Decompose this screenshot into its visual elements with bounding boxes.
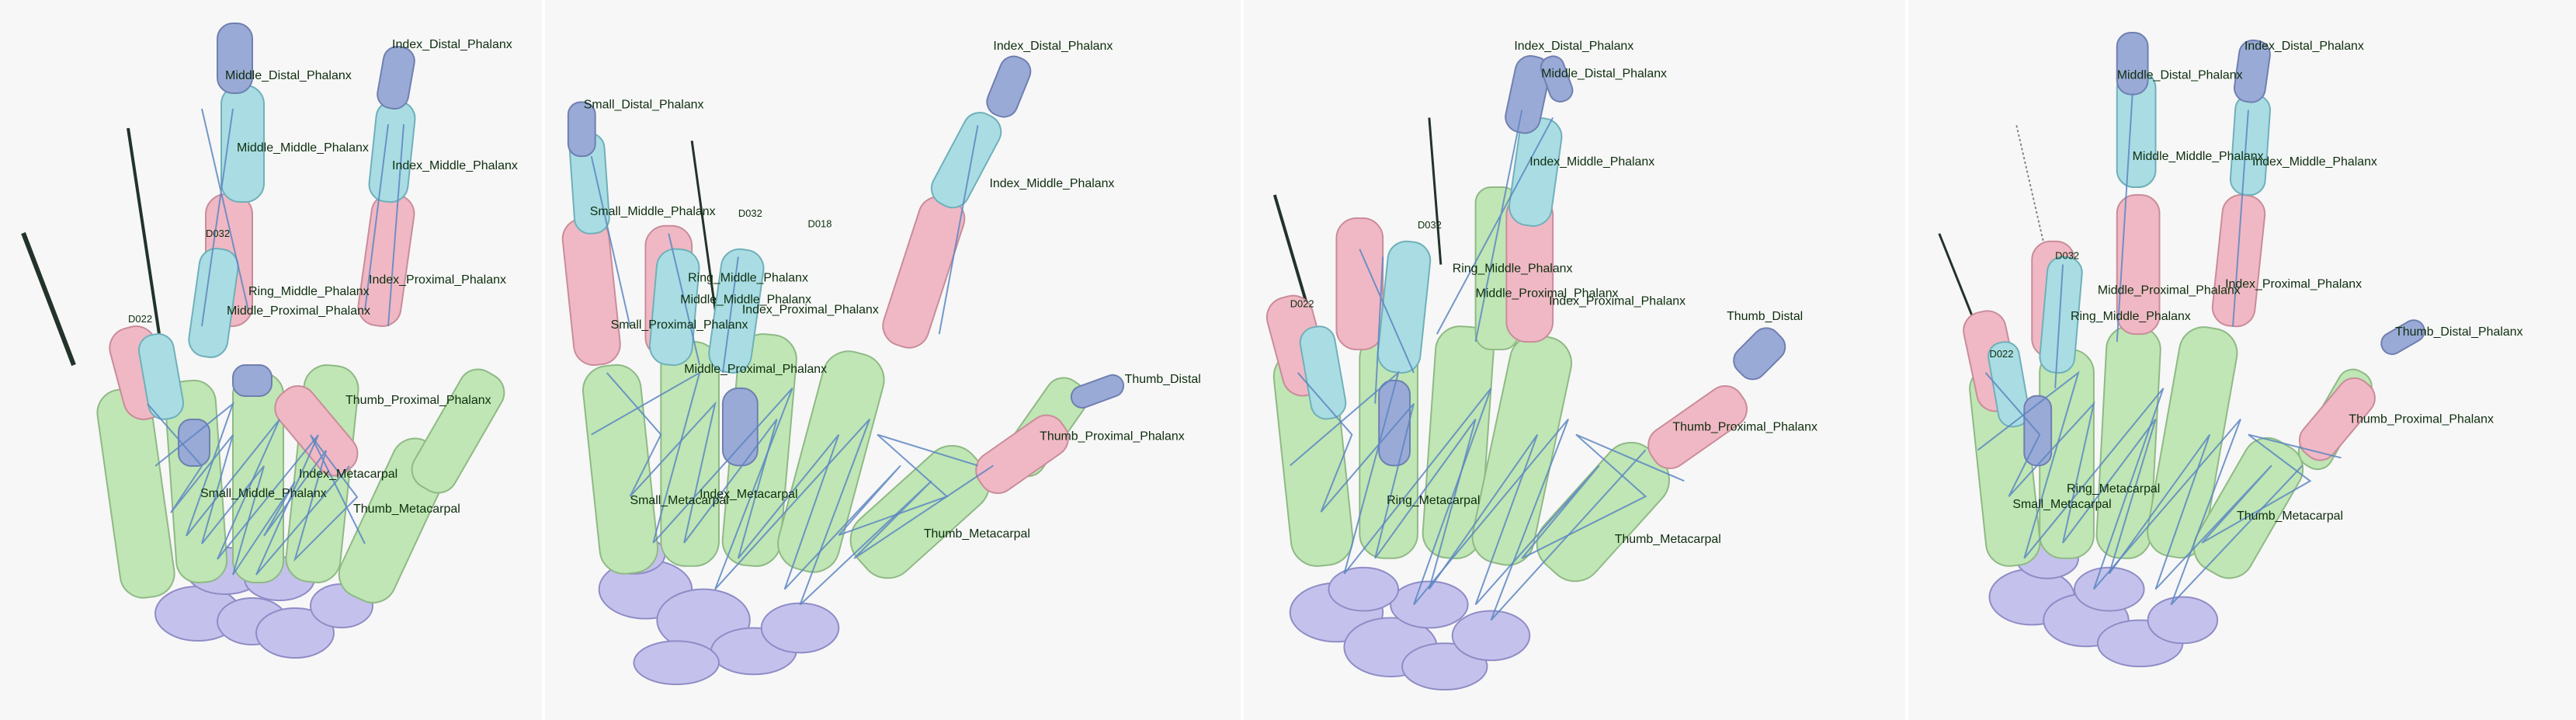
middle-phalanges: [1299, 117, 1563, 420]
metacarpal-bones: [582, 333, 1088, 579]
label-thumb-metacarpal: Thumb_Metacarpal: [353, 503, 460, 516]
label-small-proximal: Small_Proximal_Phalanx: [611, 318, 748, 332]
label-index-middle: Index_Middle_Phalanx: [989, 177, 1114, 190]
label-ring-middle: Ring_Middle_Phalanx: [1453, 263, 1573, 276]
label-index-proximal: Index_Proximal_Phalanx: [2225, 277, 2362, 290]
label-thumb-proximal: Thumb_Proximal_Phalanx: [1040, 430, 1185, 443]
marker-label: D022: [128, 313, 152, 325]
label-index-distal: Index_Distal_Phalanx: [392, 38, 512, 51]
label-small-metacarpal: Small_Metacarpal: [630, 494, 729, 507]
carpal-bones: [1289, 566, 1531, 691]
label-thumb-metacarpal: Thumb_Metacarpal: [2237, 510, 2343, 523]
label-middle-distal: Middle_Distal_Phalanx: [225, 69, 352, 82]
label-thumb-proximal: Thumb_Proximal_Phalanx: [1672, 421, 1817, 434]
hand-skeleton-render-3: Index_Distal_Phalanx Middle_Distal_Phala…: [1265, 40, 1817, 691]
distal-phalanges: [1378, 55, 1786, 467]
label-index-proximal: Index_Proximal_Phalanx: [369, 273, 506, 287]
label-index-middle: Index_Middle_Phalanx: [1529, 155, 1654, 169]
label-thumb-proximal: Thumb_Proximal_Phalanx: [2349, 413, 2494, 426]
label-middle-proximal: Middle_Proximal_Phalanx: [684, 363, 827, 376]
label-thumb-distal: Thumb_Distal: [1727, 310, 1803, 323]
marker-label: D018: [807, 218, 831, 230]
label-index-middle: Index_Middle_Phalanx: [2252, 155, 2377, 169]
marker-label: D022: [1990, 348, 2014, 360]
hand-pose-panel-3: Index_Distal_Phalanx Middle_Distal_Phala…: [1241, 0, 1905, 720]
label-middle-proximal: Middle_Proximal_Phalanx: [1476, 287, 1619, 300]
wireframe-mesh: [147, 108, 404, 576]
distal-phalanges: [567, 55, 1125, 467]
label-middle-proximal: Middle_Proximal_Phalanx: [227, 304, 370, 318]
hand-pose-panel-4: Middle_Distal_Phalanx Index_Distal_Phala…: [1905, 0, 2576, 720]
proximal-phalanges: [1265, 194, 1748, 470]
hand-pose-panel-2: Index_Distal_Phalanx Small_Distal_Phalan…: [542, 0, 1241, 720]
marker-label: D032: [1418, 219, 1442, 231]
marker-label: D032: [206, 228, 230, 239]
label-middle-distal: Middle_Distal_Phalanx: [2117, 69, 2243, 82]
stray-stroke: [21, 231, 76, 367]
label-ring-middle: Ring_Middle_Phalanx: [2071, 310, 2191, 323]
middle-phalanges: [568, 112, 1002, 374]
label-thumb-proximal: Thumb_Proximal_Phalanx: [345, 394, 491, 407]
distal-phalanges: [2023, 31, 2425, 467]
label-middle-distal: Middle_Distal_Phalanx: [1541, 68, 1667, 81]
label-index-proximal: Index_Proximal_Phalanx: [742, 303, 879, 316]
label-index-distal: Index_Distal_Phalanx: [2244, 40, 2364, 53]
label-thumb-metacarpal: Thumb_Metacarpal: [1615, 533, 1721, 546]
wireframe-mesh: [1290, 110, 1685, 621]
hand-skeleton-render-1: Middle_Distal_Phalanx Index_Distal_Phala…: [21, 23, 518, 659]
label-ring-middle: Ring_Middle_Phalanx: [248, 285, 370, 298]
label-middle-middle: Middle_Middle_Phalanx: [680, 293, 811, 306]
distal-phalanges: [178, 23, 415, 467]
label-small-distal: Small_Distal_Phalanx: [584, 98, 704, 111]
label-thumb-distal: Thumb_Distal: [1125, 373, 1201, 386]
label-thumb-metacarpal: Thumb_Metacarpal: [924, 527, 1030, 541]
marker-label: D022: [1290, 297, 1314, 309]
label-index-metacarpal: Index_Metacarpal: [700, 488, 797, 501]
marker-label: D032: [2055, 250, 2079, 262]
hand-skeleton-render-4: Middle_Distal_Phalanx Index_Distal_Phala…: [1938, 31, 2523, 668]
stray-stroke: [1428, 117, 1442, 265]
label-thumb-distal: Thumb_Distal_Phalanx: [2395, 325, 2522, 339]
label-small-middle: Small_Middle_Phalanx: [200, 487, 327, 500]
label-middle-middle: Middle_Middle_Phalanx: [2133, 150, 2264, 163]
label-index-proximal: Index_Proximal_Phalanx: [1549, 294, 1686, 308]
wireframe-mesh: [1977, 94, 2342, 606]
hand-skeleton-render-2: Index_Distal_Phalanx Small_Distal_Phalan…: [561, 40, 1201, 686]
label-small-middle: Small_Middle_Phalanx: [590, 205, 716, 218]
middle-phalanges: [1988, 70, 2271, 428]
label-ring-middle: Ring_Middle_Phalanx: [688, 271, 808, 284]
stray-stroke: [127, 127, 161, 335]
label-small-metacarpal: Small_Metacarpal: [2012, 498, 2111, 511]
label-ring-metacarpal: Ring_Metacarpal: [1387, 494, 1480, 507]
label-index-distal: Index_Distal_Phalanx: [1514, 40, 1633, 53]
label-index-metacarpal: Index_Metacarpal: [299, 468, 398, 481]
label-index-middle: Index_Middle_Phalanx: [392, 159, 518, 172]
label-ring-metacarpal: Ring_Metacarpal: [2067, 482, 2160, 496]
label-middle-middle: Middle_Middle_Phalanx: [237, 141, 369, 155]
wireframe-mesh: [590, 125, 994, 606]
label-index-distal: Index_Distal_Phalanx: [993, 40, 1113, 53]
label-middle-proximal: Middle_Proximal_Phalanx: [2098, 283, 2241, 297]
hand-pose-panel-1: Middle_Distal_Phalanx Index_Distal_Phala…: [0, 0, 542, 720]
marker-label: D032: [738, 207, 762, 219]
